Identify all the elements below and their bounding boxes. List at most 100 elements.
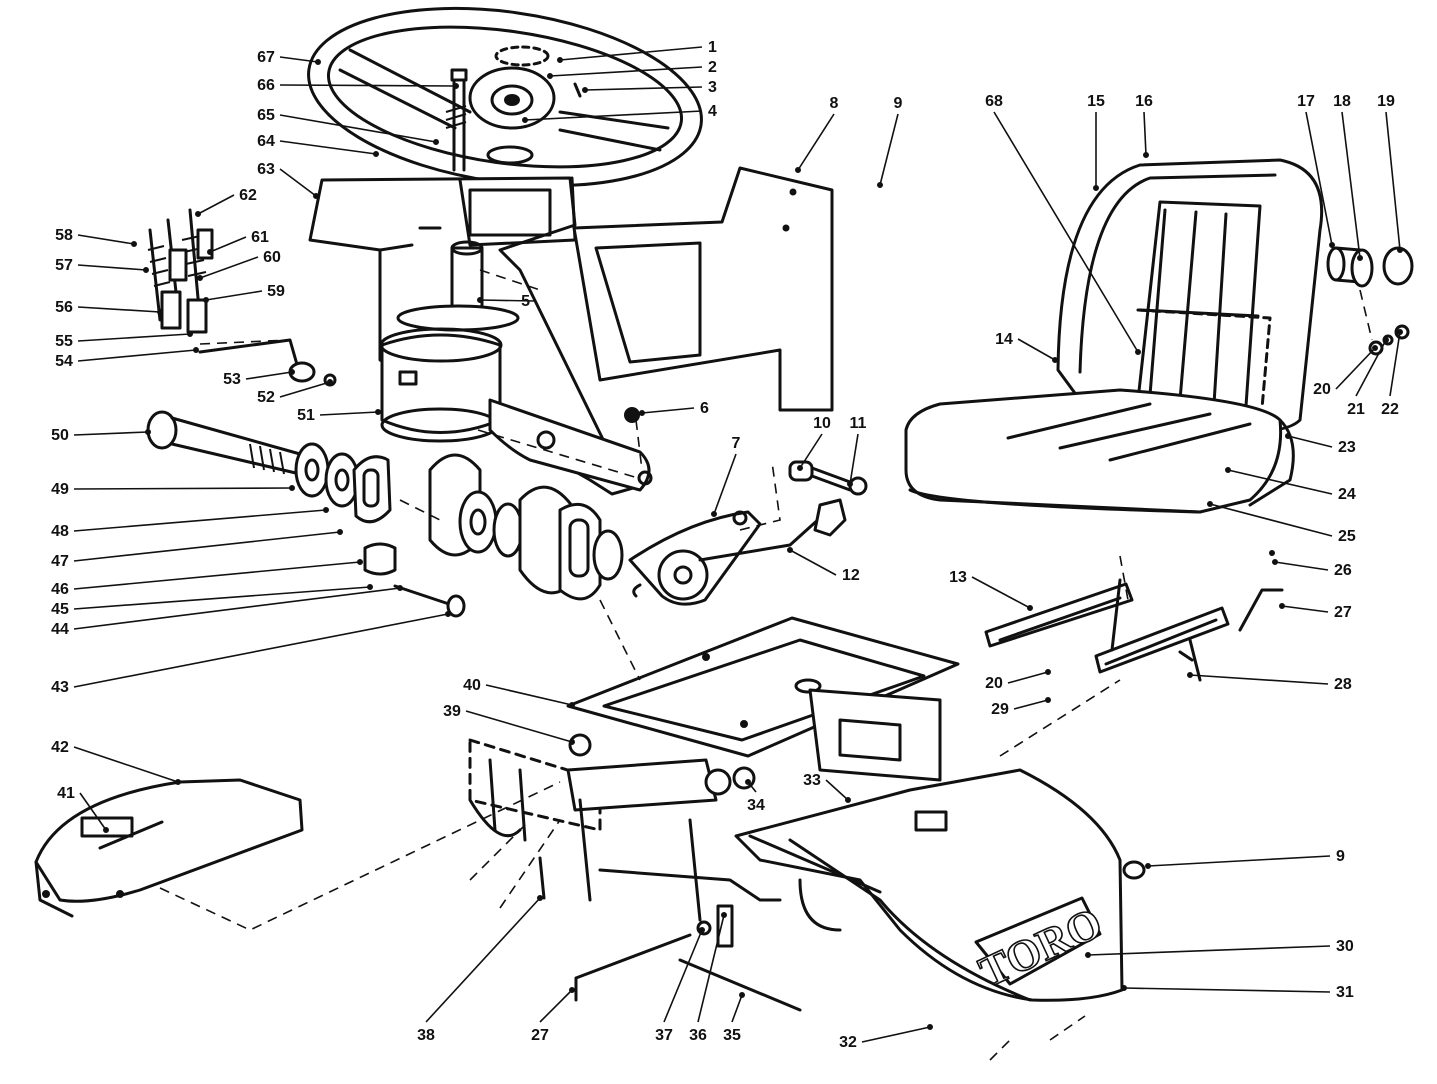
callout-20: 20 xyxy=(985,675,1003,692)
callout-8: 8 xyxy=(830,95,839,112)
callout-1: 1 xyxy=(708,39,717,56)
leader-dot xyxy=(639,410,645,416)
leader-dot xyxy=(1397,247,1403,253)
leader-dot xyxy=(557,57,563,63)
callout-34: 34 xyxy=(747,797,765,814)
callout-31: 31 xyxy=(1336,984,1354,1001)
leader-dot xyxy=(711,511,717,517)
callout-55: 55 xyxy=(55,333,73,350)
leader-line xyxy=(697,914,725,1023)
leader-line xyxy=(1227,469,1333,495)
hood: TORO xyxy=(734,768,1146,1002)
leader-dot xyxy=(569,702,575,708)
leader-line xyxy=(73,431,149,436)
leader-line xyxy=(73,509,327,532)
leader-dot xyxy=(569,739,575,745)
leader-dot xyxy=(143,267,149,273)
callout-50: 50 xyxy=(51,427,69,444)
callout-66: 66 xyxy=(257,77,275,94)
leader-line xyxy=(1281,605,1329,613)
leader-line xyxy=(279,56,319,63)
callout-22: 22 xyxy=(1381,401,1399,418)
leader-dot xyxy=(1027,605,1033,611)
leader-line xyxy=(1341,111,1361,259)
callout-61: 61 xyxy=(251,229,269,246)
leader-line xyxy=(559,46,703,61)
leader-dot xyxy=(1045,669,1051,675)
steering-gear xyxy=(379,240,520,443)
leader-line xyxy=(73,531,341,562)
leader-dot xyxy=(445,611,451,617)
leader-line xyxy=(641,407,695,414)
leader-line xyxy=(77,349,197,362)
leader-dot xyxy=(1225,467,1231,473)
leader-line xyxy=(797,113,835,171)
foot-shroud xyxy=(34,778,304,918)
leader-line xyxy=(1209,503,1333,537)
leader-dot xyxy=(207,249,213,255)
callout-25: 25 xyxy=(1338,528,1356,545)
leader-line xyxy=(1389,331,1401,397)
callout-67: 67 xyxy=(257,49,275,66)
leader-dot xyxy=(313,193,319,199)
callout-14: 14 xyxy=(995,331,1013,348)
leader-line xyxy=(319,411,379,416)
callout-9: 9 xyxy=(1336,848,1345,865)
callout-38: 38 xyxy=(417,1027,435,1044)
leader-line xyxy=(1305,111,1333,246)
leader-dot xyxy=(397,585,403,591)
leader-line xyxy=(584,86,703,91)
callout-43: 43 xyxy=(51,679,69,696)
leader-dot xyxy=(103,827,109,833)
callout-40: 40 xyxy=(463,677,481,694)
callout-27: 27 xyxy=(1334,604,1352,621)
callout-11: 11 xyxy=(850,415,867,432)
callout-2: 2 xyxy=(708,59,717,76)
leader-dot xyxy=(1207,501,1213,507)
leader-dot xyxy=(1397,329,1403,335)
leader-line xyxy=(849,433,859,485)
callout-17: 17 xyxy=(1297,93,1315,110)
leader-dot xyxy=(927,1024,933,1030)
leader-dot xyxy=(131,241,137,247)
leader-line xyxy=(73,561,361,590)
leader-line xyxy=(713,453,737,515)
leader-dot xyxy=(787,547,793,553)
callout-56: 56 xyxy=(55,299,73,316)
callout-30: 30 xyxy=(1336,938,1354,955)
leader-line xyxy=(1087,945,1331,956)
callout-32: 32 xyxy=(839,1034,857,1051)
callout-9: 9 xyxy=(894,95,903,112)
callout-23: 23 xyxy=(1338,439,1356,456)
leader-line xyxy=(1385,111,1401,251)
leader-dot xyxy=(203,297,209,303)
leader-dot xyxy=(193,347,199,353)
tie-rod xyxy=(698,460,868,562)
leader-dot xyxy=(433,139,439,145)
leader-line xyxy=(199,256,259,279)
leader-line xyxy=(279,140,377,155)
leader-line xyxy=(425,897,541,1023)
callout-26: 26 xyxy=(1334,562,1352,579)
callout-33: 33 xyxy=(803,772,821,789)
pedal-linkage-assembly xyxy=(147,208,337,387)
leader-dot xyxy=(1121,985,1127,991)
leader-dot xyxy=(745,779,751,785)
leader-line xyxy=(789,549,837,576)
leader-line xyxy=(1189,674,1329,685)
console-housing xyxy=(308,176,642,496)
leader-dot xyxy=(337,529,343,535)
spindle-assembly xyxy=(428,453,762,606)
callout-28: 28 xyxy=(1334,676,1352,693)
leader-dot xyxy=(477,297,483,303)
leader-line xyxy=(971,576,1031,609)
seat xyxy=(904,158,1324,514)
callout-48: 48 xyxy=(51,523,69,540)
leader-dot xyxy=(1045,697,1051,703)
leader-line xyxy=(1274,561,1329,571)
leader-line xyxy=(799,433,823,469)
callout-36: 36 xyxy=(689,1027,707,1044)
leader-dot xyxy=(845,797,851,803)
callout-45: 45 xyxy=(51,601,69,618)
